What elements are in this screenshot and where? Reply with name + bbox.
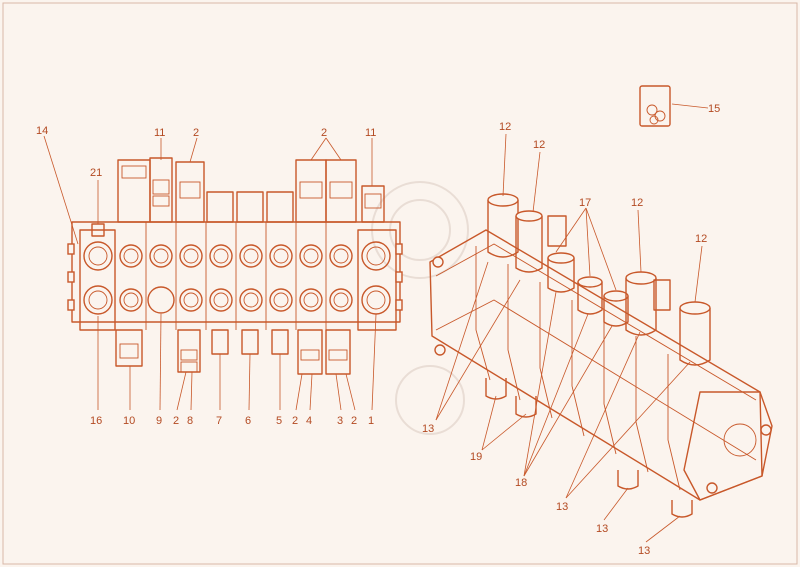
callout-12-c: 12 bbox=[631, 197, 643, 209]
callout-21: 21 bbox=[90, 167, 102, 179]
callout-4: 4 bbox=[306, 415, 312, 427]
callout-11-right: 11 bbox=[365, 127, 376, 139]
section-dividers bbox=[145, 222, 327, 330]
callout-2-bottom-b: 2 bbox=[292, 415, 298, 427]
callout-12-d: 12 bbox=[695, 233, 707, 245]
callout-3: 3 bbox=[337, 415, 343, 427]
callout-17: 17 bbox=[579, 197, 591, 209]
leader-lines bbox=[43, 103, 709, 543]
callout-16: 16 bbox=[90, 415, 102, 427]
callout-8: 8 bbox=[187, 415, 193, 427]
callout-2-bottom-a: 2 bbox=[173, 415, 179, 427]
callout-labels: 14 21 16 11 2 2 11 10 9 2 8 7 6 5 2 4 3 … bbox=[36, 103, 720, 557]
callout-13-b: 13 bbox=[556, 501, 568, 513]
iso-end-cap bbox=[683, 391, 773, 501]
callout-2-top-right: 2 bbox=[321, 127, 327, 139]
callout-1: 1 bbox=[368, 415, 374, 427]
callout-13-d: 13 bbox=[638, 545, 650, 557]
callout-11-left: 11 bbox=[154, 127, 165, 139]
callout-2-top-left: 2 bbox=[193, 127, 199, 139]
callout-18: 18 bbox=[515, 477, 527, 489]
side-bolts bbox=[67, 243, 403, 311]
inlet-end-plate bbox=[79, 229, 116, 331]
callout-9: 9 bbox=[156, 415, 162, 427]
outlet-end-plate bbox=[357, 229, 397, 331]
callout-14: 14 bbox=[36, 125, 48, 137]
bottom-ports bbox=[83, 285, 391, 315]
callout-15: 15 bbox=[708, 103, 720, 115]
callout-2-bottom-c: 2 bbox=[351, 415, 357, 427]
callout-5: 5 bbox=[276, 415, 282, 427]
top-actuators bbox=[117, 157, 385, 223]
bottom-fittings bbox=[115, 329, 351, 375]
callout-13-a: 13 bbox=[422, 423, 434, 435]
callout-12-a: 12 bbox=[499, 121, 511, 133]
callout-6: 6 bbox=[245, 415, 251, 427]
callout-10: 10 bbox=[123, 415, 135, 427]
watermark-logo bbox=[371, 181, 469, 435]
callout-7: 7 bbox=[216, 415, 222, 427]
callout-13-c: 13 bbox=[596, 523, 608, 535]
seal-kit-bag bbox=[639, 85, 671, 127]
valve-front-view bbox=[67, 157, 403, 375]
iso-top-cylinders bbox=[487, 193, 711, 366]
valve-isometric-view bbox=[429, 193, 773, 518]
iso-section-plates bbox=[475, 246, 681, 491]
callout-19: 19 bbox=[470, 451, 482, 463]
iso-bottom-ports bbox=[485, 378, 693, 518]
callout-12-b: 12 bbox=[533, 139, 545, 151]
top-ports bbox=[83, 241, 391, 271]
